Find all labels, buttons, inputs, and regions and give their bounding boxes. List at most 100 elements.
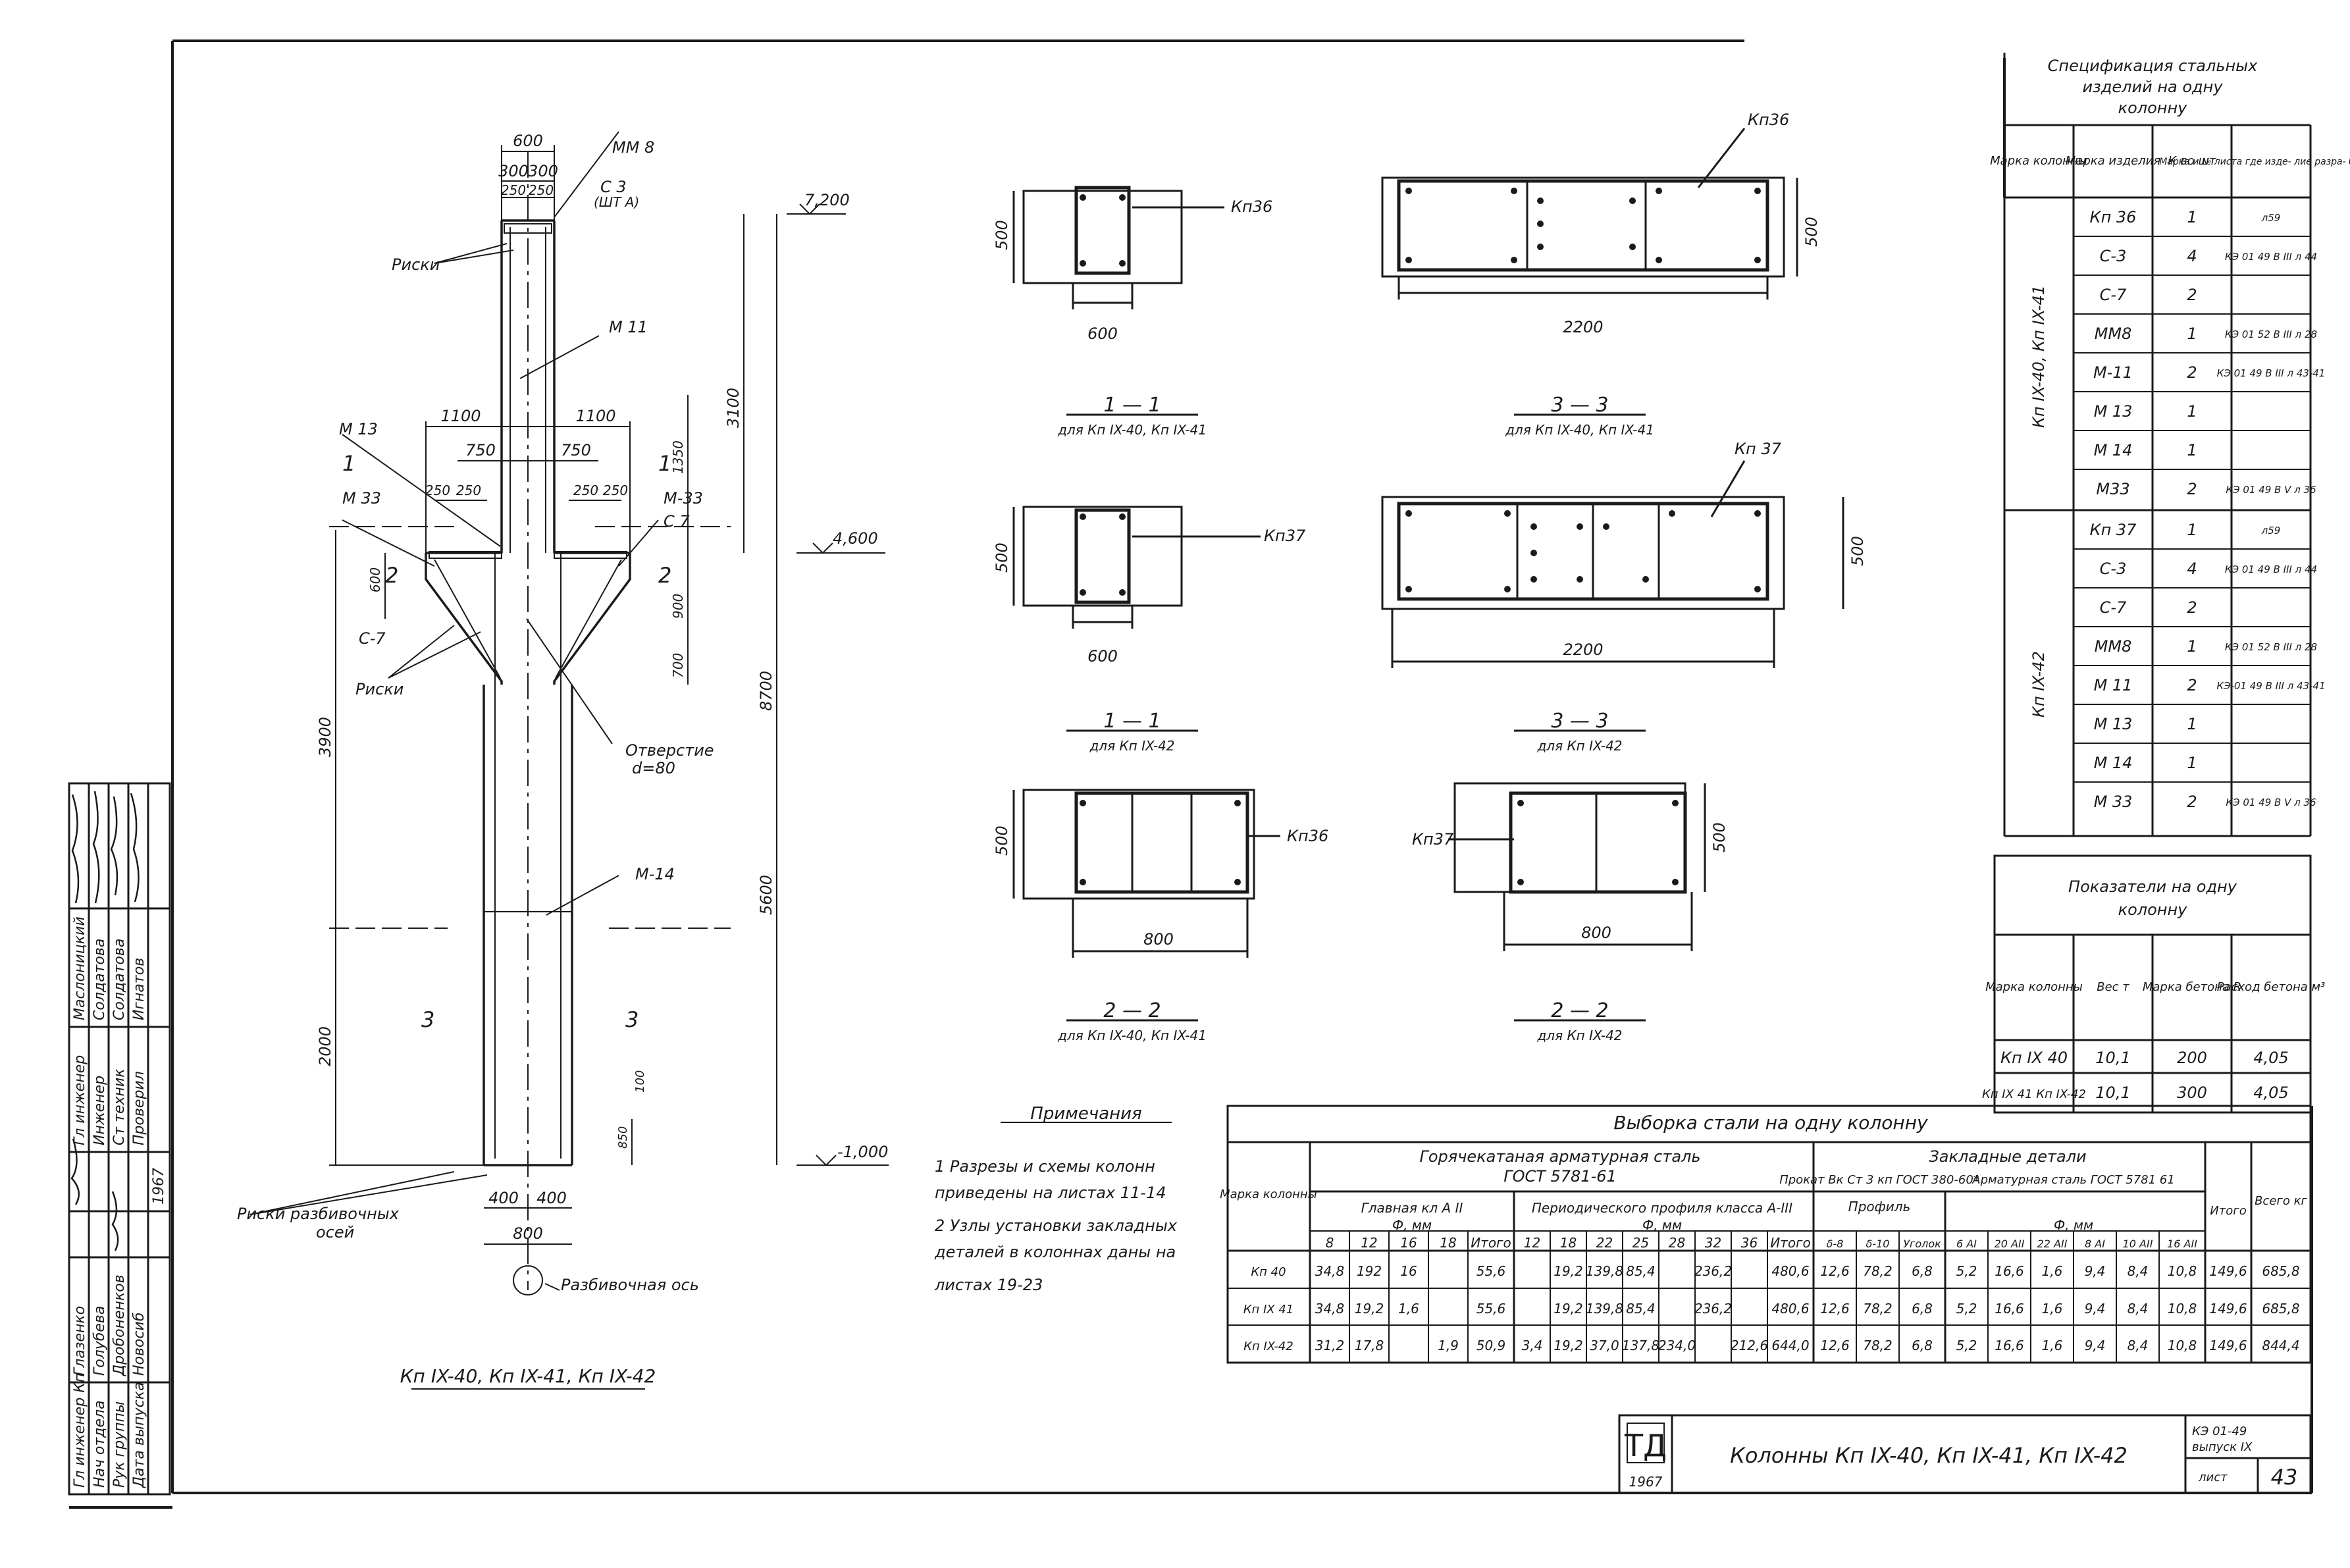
stamp-role2-3: Ст техник (111, 1068, 128, 1145)
steel-row-main: 192 (1357, 1263, 1382, 1279)
spec-cell-ref: КЭ 01 49 В III л 44 (2225, 251, 2317, 263)
steel-row-emb-l: 78,2 (1863, 1301, 1893, 1317)
stamp-role-1: Гл инженер Кп (72, 1373, 88, 1488)
notes-line-3: 2 Узлы установки закладных (935, 1216, 1178, 1235)
steel-row-mark: Кп 40 (1251, 1265, 1286, 1279)
section-4-title: 3 — 3 (1551, 710, 1608, 733)
section-3-w: 600 (1087, 647, 1118, 666)
stamp-name-4: Новосиб (131, 1313, 147, 1376)
section-5-title: 2 — 2 (1103, 999, 1161, 1022)
steel-row-emb-r: 5,2 (1956, 1263, 1977, 1279)
steel-row-emb-l: 6,8 (1912, 1301, 1933, 1317)
spec-cell-qty: 2 (2187, 598, 2197, 617)
steel-row-emb-l: 78,2 (1863, 1263, 1893, 1279)
spec-group-2: Кп IX-42 (2029, 651, 2048, 718)
section-6-w: 800 (1581, 924, 1611, 942)
section-4-w: 2200 (1563, 640, 1603, 659)
steel-h-mark: Марка колонны (1220, 1188, 1317, 1201)
steel-row-emb-l: 12,6 (1820, 1263, 1850, 1279)
steel-h-main-unit: Ф, мм (1392, 1217, 1432, 1233)
spec-cell-mark: М33 (2096, 480, 2129, 498)
steel-sub-emb-r: 20 AII (1995, 1238, 2025, 1250)
spec-cell-ref: л59 (2261, 525, 2281, 536)
ind-h-3: Марка бетона R (2143, 980, 2241, 994)
steel-title: Выборка стали на одну колонну (1613, 1112, 1928, 1134)
steel-row-mark: Кп IX-42 (1243, 1340, 1293, 1353)
steel-sub-emb-r: 22 AII (2037, 1238, 2068, 1250)
steel-row-emb-r: 8,4 (2128, 1263, 2149, 1279)
dim-h-700: 700 (670, 653, 686, 678)
spec-cell-qty: 2 (2187, 676, 2197, 694)
ind-r1-c2: 10,1 (2095, 1049, 2130, 1067)
stamp-name2-3: Солдатова (111, 939, 128, 1020)
steel-row-trans: 234,0 (1658, 1338, 1696, 1353)
steel-table: Выборка стали на одну колонну Горячеката… (1220, 1105, 2312, 1364)
section-3-sub: для Кп IX-42 (1089, 738, 1174, 754)
ind-r2-c2: 10,1 (2095, 1084, 2130, 1102)
level-console: 4,600 (833, 529, 878, 548)
label-m14: М-14 (635, 865, 675, 883)
steel-row-grand: 844,4 (2262, 1338, 2299, 1353)
steel-row-trans: 139,8 (1586, 1301, 1623, 1317)
dim-top-width: 600 (513, 132, 543, 150)
stamp-name2-2: Солдатова (91, 939, 108, 1020)
spec-group-1: Кп IX-40, Кп IX-41 (2029, 285, 2048, 428)
dim-top-half-l: 300 (498, 162, 529, 180)
steel-sub-emb-l: δ-8 (1827, 1238, 1844, 1250)
section-4-h: 500 (1848, 536, 1867, 566)
section-5-w: 800 (1143, 930, 1174, 949)
section-5-h: 500 (993, 825, 1011, 856)
spec-cell-qty: 2 (2187, 480, 2197, 498)
label-m33-l: М 33 (342, 489, 381, 508)
label-mm8: ММ 8 (612, 138, 654, 157)
steel-row-emb-l: 6,8 (1912, 1263, 1933, 1279)
label-riski-axes: Риски разбивочных (237, 1205, 400, 1223)
steel-row-trans: 19,2 (1554, 1338, 1583, 1353)
label-d80: d=80 (632, 759, 675, 777)
steel-sub-main: 16 (1400, 1235, 1417, 1251)
steel-h-trans-unit: Ф, мм (1642, 1217, 1682, 1233)
sec-mark-2-r: 2 (658, 563, 671, 588)
spec-cell-mark: М 14 (2094, 441, 2133, 459)
steel-row-trans: 85,4 (1626, 1263, 1656, 1279)
steel-row-emb-r: 1,6 (2042, 1263, 2063, 1279)
steel-row-trans: 3,4 (1522, 1338, 1543, 1353)
notes-line-2: приведены на листах 11-14 (935, 1184, 1166, 1202)
title-sheet-label: лист (2198, 1471, 2228, 1484)
ind-r1-c1: Кп IX 40 (2000, 1049, 2068, 1067)
label-c7-l: С-7 (359, 629, 386, 648)
steel-sub-trans: 18 (1560, 1235, 1577, 1251)
dim-plate-l1: 250 (425, 483, 450, 498)
spec-cell-qty: 1 (2187, 441, 2197, 459)
steel-row-emb-r: 10,8 (2168, 1338, 2197, 1353)
spec-cell-qty: 4 (2187, 560, 2197, 578)
stamp-name-2: Голубева (91, 1306, 108, 1376)
label-c3: С 3 (600, 178, 627, 196)
section-2-mark: Кп36 (1748, 111, 1789, 129)
ind-r2-c3: 300 (2177, 1084, 2207, 1102)
steel-h-emb-r: Арматурная сталь ГОСТ 5781 61 (1971, 1173, 2174, 1187)
dim-top-q1: 250 (501, 182, 526, 198)
column-caption: Кп IX-40, Кп IX-41, Кп IX-42 (400, 1365, 656, 1387)
steel-row-trans: 644,0 (1771, 1338, 1809, 1353)
steel-row-main: 1,9 (1438, 1338, 1459, 1353)
steel-row-emb-l: 6,8 (1912, 1338, 1933, 1353)
dim-plate-l2: 250 (456, 483, 481, 498)
label-riski-mid: Риски (355, 680, 404, 698)
dim-bottom-total: 800 (513, 1224, 543, 1243)
ind-r1-c3: 200 (2177, 1049, 2207, 1067)
label-riski-top: Риски (392, 255, 440, 274)
spec-h-3: К во шт (2168, 154, 2216, 168)
steel-row-main: 50,9 (1476, 1338, 1506, 1353)
steel-sub-emb-l: Уголок (1903, 1238, 1941, 1250)
steel-row-emb-r: 5,2 (1956, 1338, 1977, 1353)
sec-mark-1-r: 1 (658, 451, 671, 476)
dim-console-in-l: 750 (465, 441, 496, 459)
steel-row-trans: 480,6 (1771, 1263, 1809, 1279)
notes: Примечания 1 Разрезы и схемы колонн прив… (934, 1104, 1178, 1294)
spec-cell-qty: 1 (2187, 754, 2197, 772)
ind-h-1: Марка колонны (1985, 980, 2083, 994)
dim-h-100: 100 (633, 1070, 647, 1093)
spec-cell-qty: 4 (2187, 247, 2197, 265)
steel-h-main: Главная кл А II (1361, 1200, 1463, 1216)
